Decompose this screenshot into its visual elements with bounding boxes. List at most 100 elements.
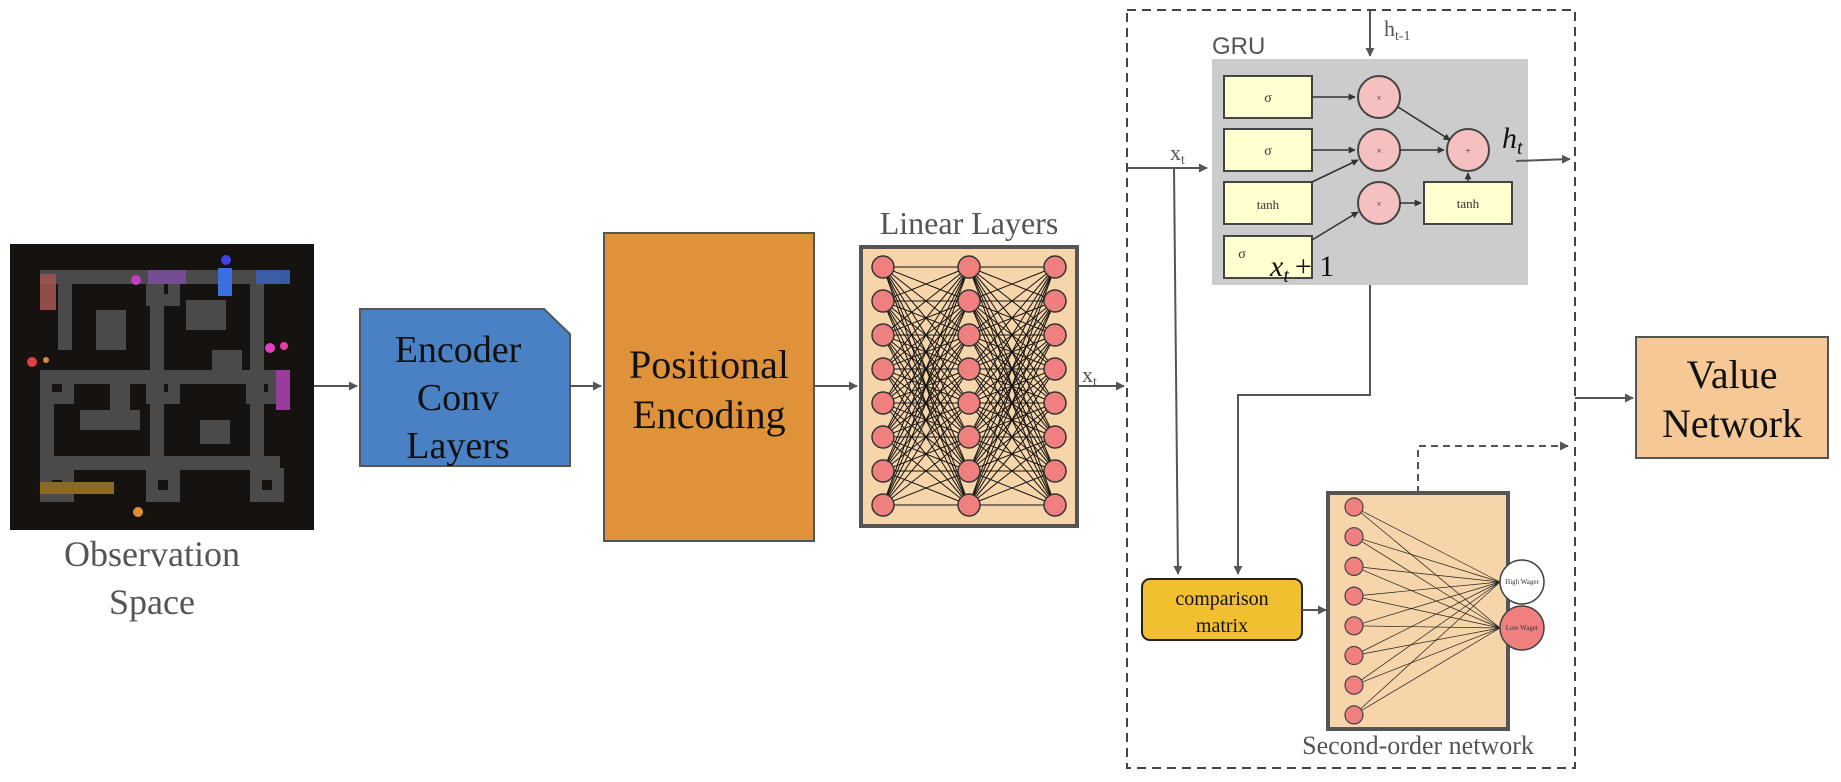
xt-label-gru-input: xt (1170, 140, 1185, 168)
linear-edge (968, 266, 1056, 404)
linear-edge (968, 334, 1056, 506)
linear-node (1043, 425, 1067, 449)
linear-node (957, 289, 981, 313)
linear-node (957, 493, 981, 517)
second-order-edge (1353, 627, 1501, 656)
linear-edge (882, 334, 970, 506)
gru-output-tanh (1423, 181, 1513, 225)
linear-edge (882, 266, 970, 438)
linear-edge (882, 266, 970, 370)
linear-node (957, 425, 981, 449)
h-prev-label: ht-1 (1384, 16, 1411, 44)
second-order-edge (1353, 581, 1501, 656)
arrow-ht-output (1515, 154, 1571, 164)
linear-edge (968, 266, 1056, 506)
gru-multiply-node-1 (1357, 75, 1401, 119)
op-times-3: × (1376, 199, 1381, 209)
value-network-label-line2: Network (1662, 401, 1802, 446)
second-order-input-nodes (1344, 497, 1364, 725)
observation-label-line2: Space (109, 582, 195, 622)
second-order-input-node (1344, 675, 1364, 695)
arrow-second-order-output (1417, 441, 1569, 493)
linear-node (957, 391, 981, 415)
gru-add-node (1446, 128, 1490, 172)
second-order-network-label: Second-order network (1302, 731, 1534, 760)
linear-edge (968, 266, 1056, 302)
linear-edge (968, 470, 1056, 506)
xt-label-linear-output: xt (1082, 362, 1097, 390)
encoder-label-line1: Encoder (395, 329, 522, 371)
xt-plus-one-label: xt+ 1 (1269, 250, 1334, 287)
second-order-input-node (1344, 556, 1364, 577)
second-order-edge (1353, 581, 1501, 627)
gate-sigma-3-label: σ (1238, 247, 1246, 262)
encoder-label-line3: Layers (406, 425, 509, 467)
linear-node (957, 459, 981, 483)
positional-encoding-box (603, 232, 815, 542)
arrow-xt-to-comparison (1173, 167, 1183, 575)
linear-edge (882, 300, 970, 506)
comparison-label-line2: matrix (1196, 615, 1248, 637)
second-order-edge (1353, 625, 1501, 629)
gru-internal-connections (1311, 93, 1472, 241)
linear-node (871, 289, 895, 313)
recurrent-block-boundary (1126, 9, 1576, 769)
low-wager-label: Low Wager (1506, 624, 1539, 632)
op-times-1: × (1376, 93, 1381, 103)
linear-node (871, 357, 895, 381)
gru-gate-sigma-3 (1223, 235, 1313, 279)
linear-edge (882, 266, 970, 506)
gru-label: GRU (1212, 33, 1265, 60)
second-order-edge (1353, 506, 1501, 583)
second-order-edge (1353, 581, 1501, 686)
second-order-edge (1353, 566, 1501, 583)
gate-sigma-1-label: σ (1264, 91, 1272, 106)
linear-edge (882, 402, 970, 506)
op-times-2: × (1376, 146, 1381, 156)
linear-edge (882, 266, 970, 472)
value-network-label-line1: Value (1686, 352, 1777, 397)
observation-space-image (10, 244, 314, 530)
gru-gate-sigma-1 (1223, 75, 1313, 119)
linear-edge (968, 266, 1056, 438)
linear-node (1043, 289, 1067, 313)
linear-edge (968, 266, 1056, 472)
op-plus: + (1465, 146, 1470, 156)
ht-label: ht (1502, 122, 1523, 159)
linear-node (957, 255, 981, 279)
linear-node (871, 323, 895, 347)
linear-node (1043, 323, 1067, 347)
comparison-label-line1: comparison (1175, 588, 1268, 610)
linear-node (871, 493, 895, 517)
linear-node (1043, 459, 1067, 483)
linear-node (1043, 493, 1067, 517)
positional-label-line1: Positional (629, 342, 789, 387)
high-wager-label: High Wager (1505, 578, 1539, 586)
second-order-edge (1353, 536, 1501, 629)
second-order-edge (1353, 581, 1501, 597)
linear-layer-nodes (871, 255, 1067, 517)
linear-edge (968, 368, 1056, 506)
second-order-edge (1353, 566, 1501, 629)
second-order-input-node (1344, 705, 1364, 725)
second-order-input-node (1344, 527, 1364, 547)
second-order-edge (1353, 627, 1501, 686)
linear-node (1043, 357, 1067, 381)
linear-edge (882, 266, 970, 336)
encoder-conv-box (359, 308, 571, 467)
linear-edge (968, 266, 1056, 370)
linear-edge (968, 436, 1056, 506)
second-order-connections (1353, 506, 1501, 716)
second-order-input-node (1344, 497, 1364, 517)
value-network-box (1635, 336, 1829, 459)
gate-tanh-label: tanh (1257, 197, 1280, 212)
linear-node (871, 255, 895, 279)
gate-sigma-2-label: σ (1264, 144, 1272, 159)
linear-node (1043, 391, 1067, 415)
observation-label-line1: Observation (64, 534, 240, 574)
linear-layers-label: Linear Layers (880, 205, 1059, 241)
second-order-edge (1353, 506, 1501, 629)
second-order-edge (1353, 581, 1501, 716)
